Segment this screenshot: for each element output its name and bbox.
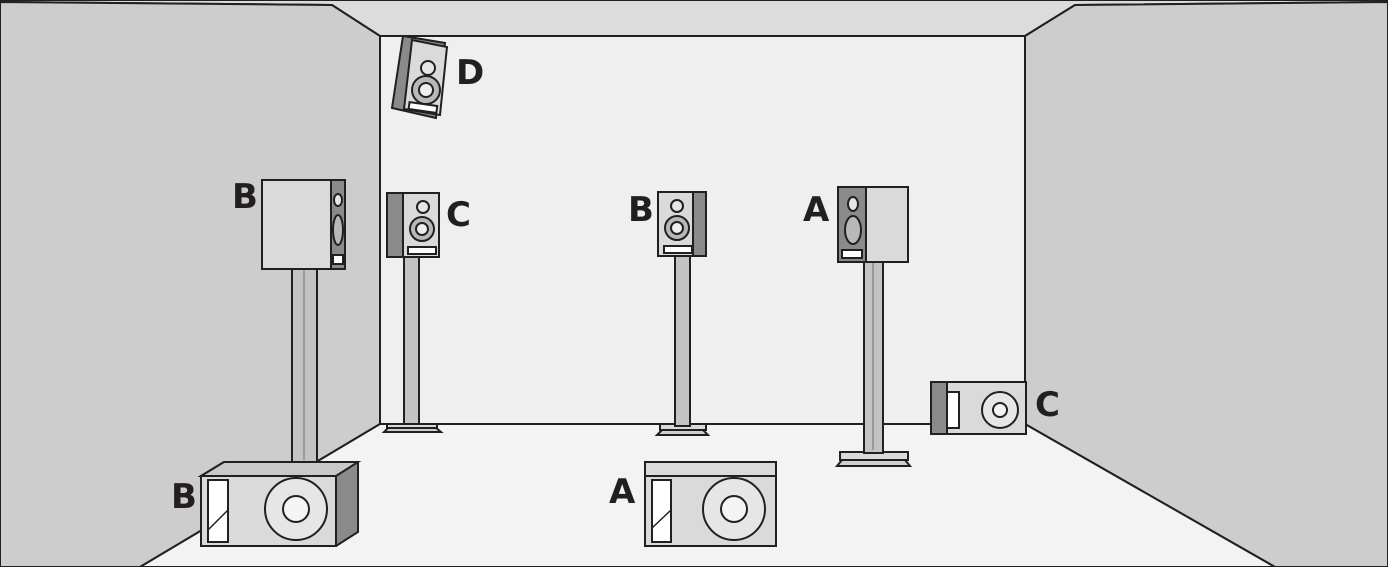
label-c-corner-subwoofer: C	[1035, 385, 1060, 425]
speaker-c-corner-subwoofer	[930, 381, 1027, 435]
label-c-back-wall-stand: C	[446, 195, 471, 235]
speaker-d-wall-mounted	[390, 34, 449, 120]
speaker-c-back-wall-stand	[381, 192, 444, 433]
label-d-wall-mounted: D	[456, 53, 484, 93]
label-b-center-stand: B	[628, 190, 654, 230]
speaker-b-center-stand	[654, 191, 711, 436]
label-a-center-subwoofer: A	[609, 472, 636, 512]
label-b-left-subwoofer: B	[171, 477, 197, 517]
speaker-b-left-subwoofer	[197, 461, 362, 547]
speaker-b-left-stand	[261, 179, 346, 463]
label-a-right-stand: A	[803, 190, 830, 230]
speaker-a-right-stand	[834, 186, 913, 467]
speaker-a-center-subwoofer	[644, 461, 777, 547]
label-b-left-stand: B	[232, 177, 258, 217]
